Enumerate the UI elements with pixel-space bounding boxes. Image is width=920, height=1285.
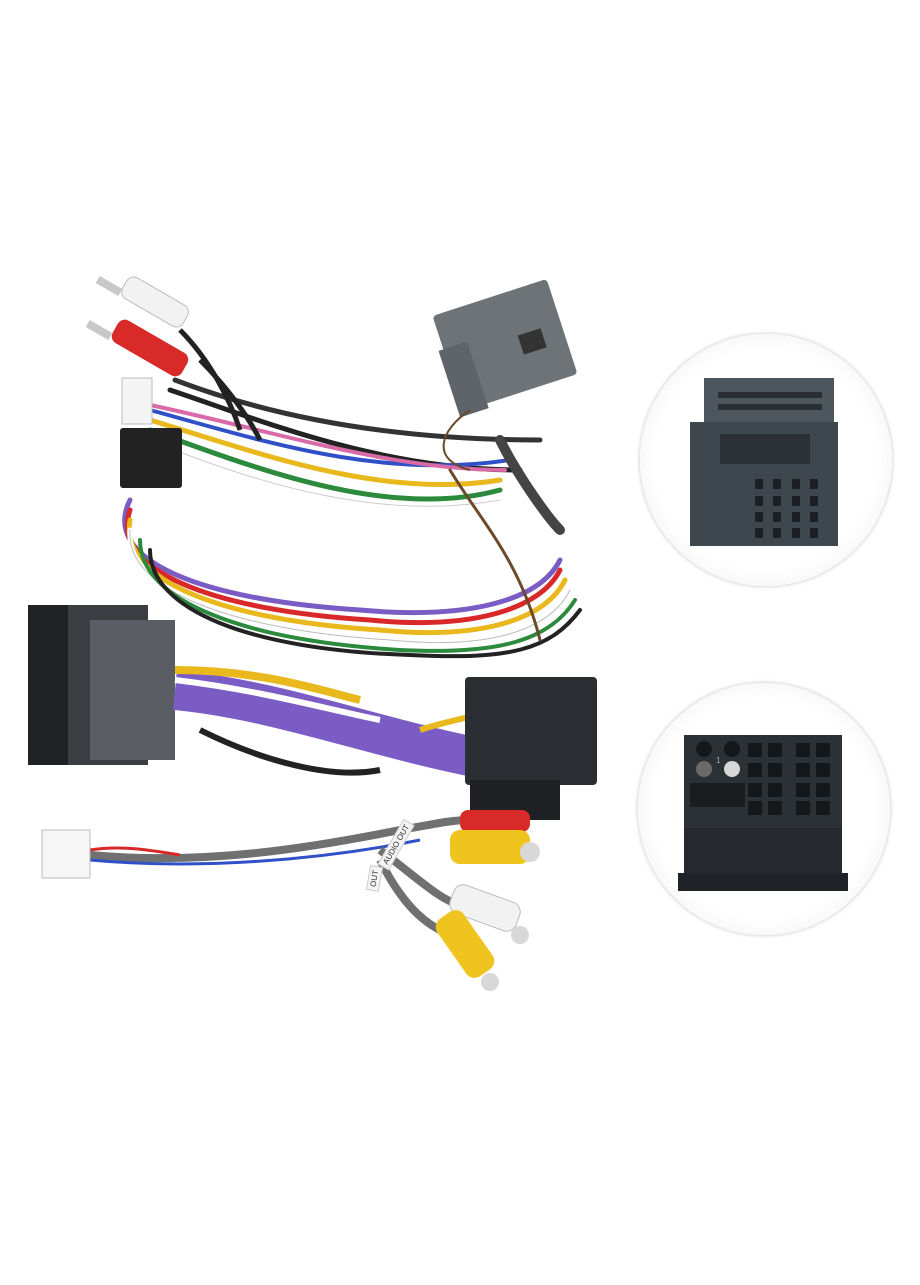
rca-video-plugs (435, 810, 540, 991)
rca-audio-out (85, 276, 263, 442)
upper-wire-bundle (122, 377, 582, 659)
inset-connector-closeup-top (640, 334, 892, 586)
main-connector-left (28, 605, 175, 765)
small-white-plug (41, 829, 91, 879)
grey-connector-top (433, 279, 577, 418)
small-black-connector (120, 428, 182, 488)
purple-wire-bundle (173, 666, 501, 780)
video-cable (89, 816, 471, 934)
quadlock-connector (465, 677, 597, 820)
inset-connector-closeup-bottom: 1 (638, 683, 890, 935)
svg-text:1: 1 (716, 756, 721, 765)
